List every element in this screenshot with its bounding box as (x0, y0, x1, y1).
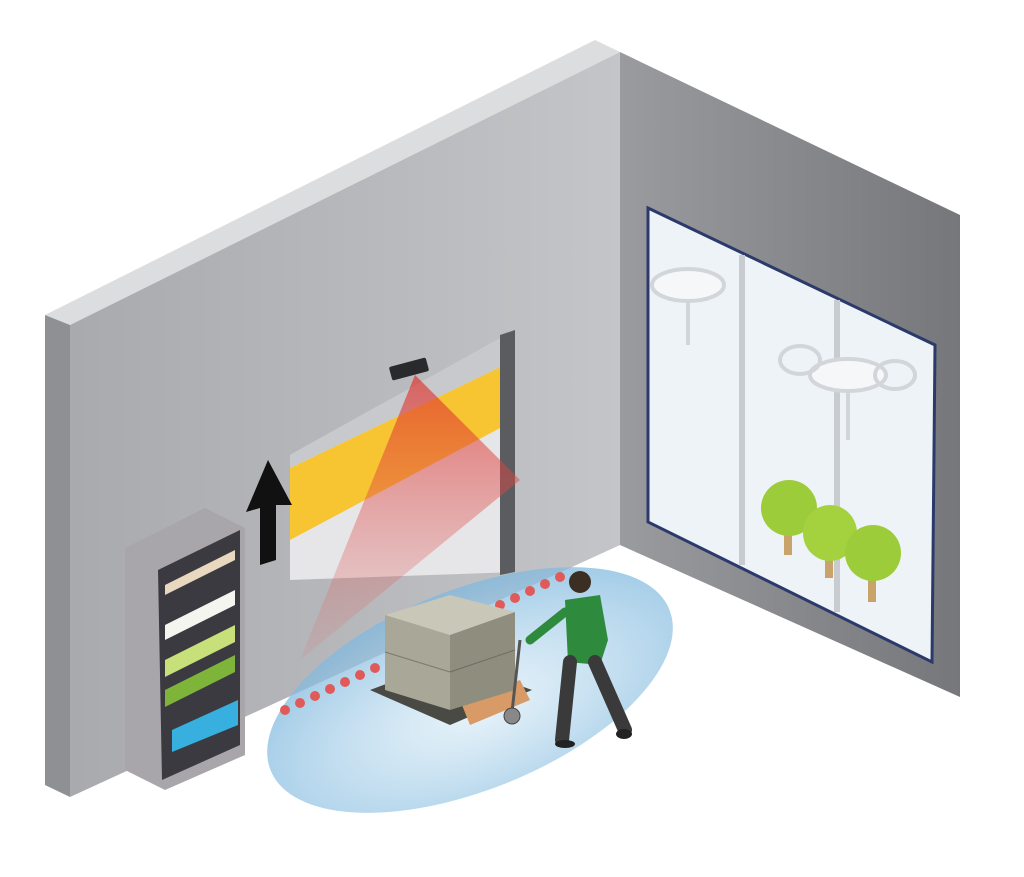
store-shelf (125, 508, 245, 790)
worker (525, 571, 632, 748)
trees (761, 480, 901, 602)
cafe-tables (650, 267, 917, 440)
threshold-dots (280, 572, 565, 715)
right-wall (620, 52, 960, 697)
up-arrow-icon (246, 460, 292, 565)
pallet-jack-with-boxes (370, 595, 532, 725)
sensor-beam (300, 375, 520, 660)
motion-sensor-icon (389, 357, 429, 381)
